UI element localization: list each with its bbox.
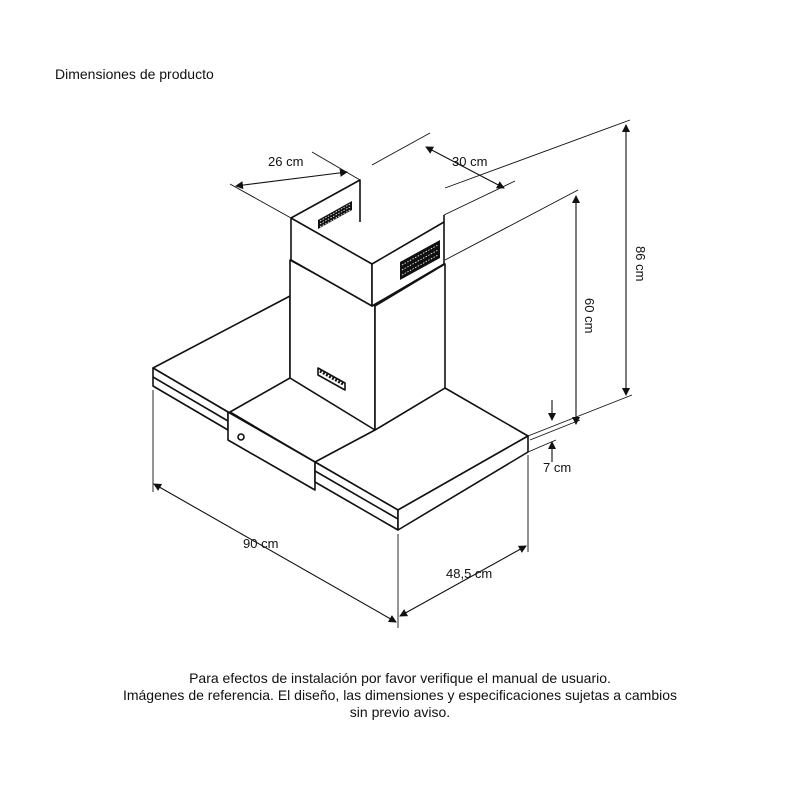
vent-slot <box>317 367 346 391</box>
grille-right <box>400 240 440 280</box>
dimension-label-chimney-depth: 26 cm <box>268 154 303 169</box>
disclaimer-line-1: Para efectos de instalación por favor ve… <box>189 670 611 686</box>
control-panel <box>227 411 316 491</box>
control-button-icon <box>237 433 245 441</box>
disclaimer-note: Para efectos de instalación por favor ve… <box>0 670 800 721</box>
chimney-top-back <box>290 179 361 222</box>
grille-left <box>318 201 352 229</box>
disclaimer-line-2: Imágenes de referencia. El diseño, las d… <box>122 687 678 703</box>
dimension-label-chimney-width: 30 cm <box>452 154 487 169</box>
dimension-label-hood-width: 90 cm <box>243 536 278 551</box>
dimension-label-hood-depth: 48,5 cm <box>446 566 492 581</box>
chimney-lower-right <box>374 263 446 431</box>
dimension-label-hood-height: 60 cm <box>582 298 597 333</box>
disclaimer-line-3: sin previo aviso. <box>349 704 451 720</box>
dimension-lines <box>152 119 633 628</box>
dimension-label-total-height: 86 cm <box>633 246 648 281</box>
range-hood <box>152 179 529 531</box>
dimension-label-canopy-thickness: 7 cm <box>543 460 571 475</box>
page-title: Dimensiones de producto <box>55 66 214 82</box>
